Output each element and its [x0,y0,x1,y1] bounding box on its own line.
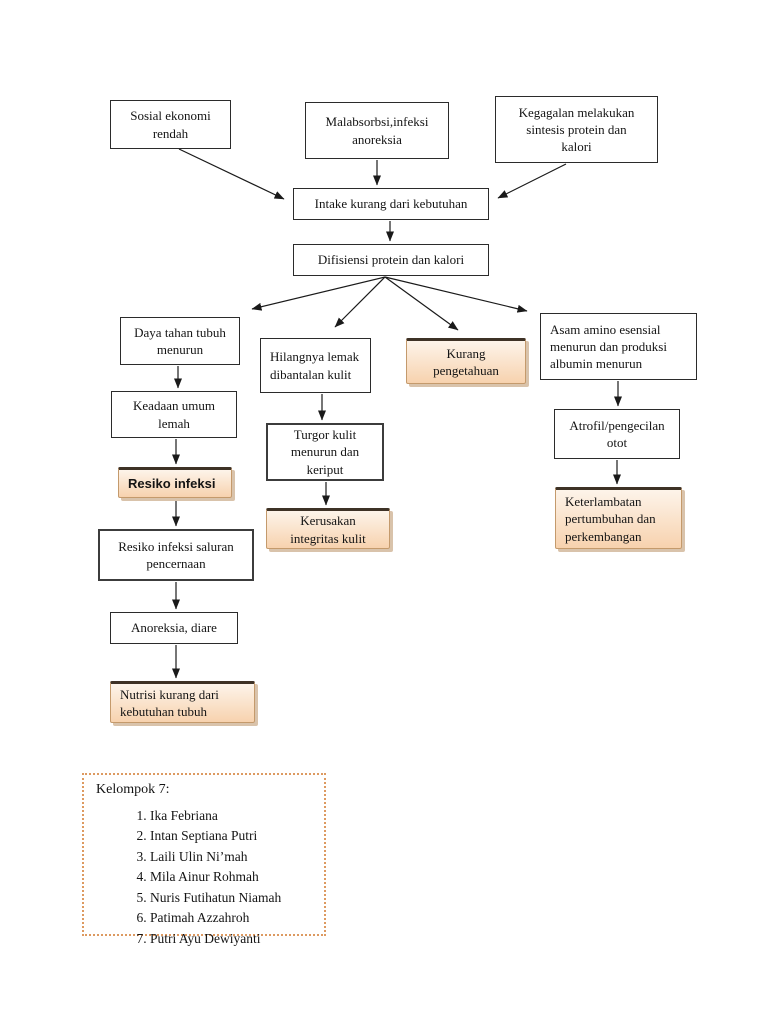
group-member: Nuris Futihatun Niamah [150,889,312,906]
group-member: Patimah Azzahroh [150,909,312,926]
group-member: Intan Septiana Putri [150,827,312,844]
group-member: Laili Ulin Ni’mah [150,848,312,865]
node-kerusakan-integritas-kulit: Kerusakan integritas kulit [266,508,390,549]
node-sosial-ekonomi-rendah: Sosial ekonomi rendah [110,100,231,149]
node-kurang-pengetahuan: Kurang pengetahuan [406,338,526,384]
group-members-box: Kelompok 7: Ika FebrianaIntan Septiana P… [82,773,326,946]
arrow-difisiensi-protein-dan-kalori-to-kurang-pengetahuan [384,276,459,331]
node-resiko-infeksi-saluran-pencernaan: Resiko infeksi saluran pencernaan [98,529,254,581]
group-title: Kelompok 7: [96,782,170,797]
node-resiko-infeksi: Resiko infeksi [118,467,232,498]
group-member-list: Ika FebrianaIntan Septiana PutriLaili Ul… [96,807,312,947]
node-difisiensi-protein-dan-kalori: Difisiensi protein dan kalori [293,244,489,276]
node-nutrisi-kurang-dari-kebutuhan-tubuh: Nutrisi kurang dari kebutuhan tubuh [110,681,255,723]
node-hilangnya-lemak-dibantalan-kulit: Hilangnya lemak dibantalan kulit [260,338,371,393]
group-member: Putri Ayu Dewiyanti [150,930,312,947]
arrow-difisiensi-protein-dan-kalori-to-hilangnya-lemak-dibantalan-kulit [334,276,386,328]
node-atrofil-pengecilan-otot: Atrofil/pengecilan otot [554,409,680,459]
arrow-difisiensi-protein-dan-kalori-to-daya-tahan-tubuh-menurun [251,276,386,311]
node-malabsorbsi-infeksi-anoreksia: Malabsorbsi,infeksi anoreksia [305,102,449,159]
node-daya-tahan-tubuh-menurun: Daya tahan tubuh menurun [120,317,240,365]
node-keterlambatan-pertumbuhan: Keterlambatan pertumbuhan dan perkembang… [555,487,682,549]
node-kegagalan-sintesis-protein: Kegagalan melakukan sintesis protein dan… [495,96,658,163]
node-turgor-kulit-menurun-keriput: Turgor kulit menurun dan keriput [266,423,384,481]
group-member: Mila Ainur Rohmah [150,868,312,885]
node-anoreksia-diare: Anoreksia, diare [110,612,238,644]
node-keadaan-umum-lemah: Keadaan umum lemah [111,391,237,438]
arrow-sosial-ekonomi-rendah-to-intake-kurang-dari-kebutuhan [178,148,285,200]
group-member: Ika Febriana [150,807,312,824]
arrow-kegagalan-sintesis-protein-to-intake-kurang-dari-kebutuhan [497,163,567,199]
node-intake-kurang-dari-kebutuhan: Intake kurang dari kebutuhan [293,188,489,220]
arrow-difisiensi-protein-dan-kalori-to-asam-amino-esensial-menurun [384,276,528,313]
node-asam-amino-esensial-menurun: Asam amino esensial menurun dan produksi… [540,313,697,380]
